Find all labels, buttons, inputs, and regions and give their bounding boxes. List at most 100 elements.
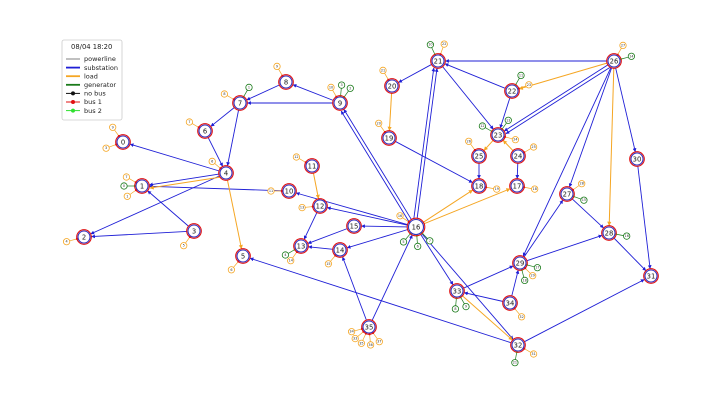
node-23[interactable]: 23 bbox=[490, 127, 506, 143]
edge-11-12-load bbox=[312, 172, 320, 200]
leaf-circle bbox=[511, 359, 519, 367]
node-label: 14 bbox=[336, 246, 345, 254]
node-17[interactable]: 17 bbox=[509, 178, 525, 194]
leaf-circle bbox=[521, 276, 529, 284]
edge-26-22-load bbox=[518, 62, 608, 90]
leaf-circle bbox=[120, 182, 128, 190]
node-25[interactable]: 25 bbox=[471, 148, 487, 164]
leaf-circle bbox=[327, 83, 335, 92]
node-7[interactable]: 7 bbox=[232, 95, 248, 111]
node-bus-ring bbox=[293, 238, 309, 254]
node-circle bbox=[116, 135, 130, 149]
node-10[interactable]: 10 bbox=[281, 183, 297, 199]
node-0[interactable]: 0 bbox=[115, 134, 131, 150]
edge-26-29-substation bbox=[522, 67, 612, 257]
leaf-label: 31 bbox=[531, 352, 535, 356]
leaf-circle bbox=[337, 81, 346, 89]
node-bus-ring bbox=[76, 229, 92, 245]
node-circle bbox=[450, 284, 464, 298]
node-label: 32 bbox=[514, 341, 523, 349]
node-22[interactable]: 22 bbox=[504, 83, 520, 99]
node-circle bbox=[219, 166, 233, 180]
node-circle bbox=[491, 128, 505, 142]
node-24[interactable]: 24 bbox=[510, 148, 526, 164]
leaf-circle bbox=[478, 122, 486, 130]
edge-14-13-substation bbox=[308, 245, 334, 250]
legend-item-powerline: powerline bbox=[66, 55, 116, 63]
node-label: 2 bbox=[82, 233, 86, 241]
node-20[interactable]: 20 bbox=[384, 78, 400, 94]
node-circle bbox=[505, 84, 519, 98]
leaf-circle bbox=[396, 212, 404, 220]
node-label: 12 bbox=[316, 202, 325, 210]
leaf-generator-5-at-node-16: 5 bbox=[399, 232, 412, 246]
leaf-label: 22 bbox=[442, 42, 446, 46]
node-31[interactable]: 31 bbox=[643, 268, 659, 284]
node-27[interactable]: 27 bbox=[559, 186, 575, 202]
node-12[interactable]: 12 bbox=[312, 198, 328, 214]
legend-swatch-dot bbox=[71, 100, 75, 104]
edge-16-21-substation bbox=[416, 68, 439, 219]
node-circle bbox=[511, 149, 525, 163]
leaf-load-27-at-node-26: 27 bbox=[616, 41, 627, 56]
node-bus-ring bbox=[281, 183, 297, 199]
leaf-label: 21 bbox=[513, 361, 517, 365]
node-bus-ring bbox=[278, 74, 294, 90]
node-28[interactable]: 28 bbox=[601, 225, 617, 241]
leaf-label: 5 bbox=[402, 240, 404, 244]
node-5[interactable]: 5 bbox=[235, 248, 251, 264]
leaf-circle bbox=[220, 90, 228, 98]
node-1[interactable]: 1 bbox=[134, 178, 150, 194]
legend-item-bus-2: bus 2 bbox=[66, 107, 102, 115]
node-label: 8 bbox=[284, 78, 288, 86]
node-4[interactable]: 4 bbox=[218, 165, 234, 181]
leaf-load-11-at-node-10: 11 bbox=[267, 187, 283, 195]
node-6[interactable]: 6 bbox=[197, 123, 213, 139]
leaf-load-9-at-node-0: 9 bbox=[109, 123, 120, 138]
node-circle bbox=[560, 187, 574, 201]
edge-26-23-substation bbox=[503, 64, 609, 132]
leaf-label: 15 bbox=[582, 198, 586, 202]
node-33[interactable]: 33 bbox=[449, 283, 465, 299]
node-13[interactable]: 13 bbox=[293, 238, 309, 254]
leaf-load-31-at-node-32: 31 bbox=[523, 347, 538, 358]
leaf-circle bbox=[451, 305, 459, 313]
node-15[interactable]: 15 bbox=[346, 218, 362, 234]
leaf-label: 8 bbox=[454, 307, 456, 311]
node-35[interactable]: 35 bbox=[361, 319, 377, 335]
node-34[interactable]: 34 bbox=[502, 295, 518, 311]
leaf-circle bbox=[123, 192, 131, 200]
legend-label: no bus bbox=[84, 90, 106, 98]
node-16[interactable]: 16 bbox=[406, 217, 426, 237]
leaf-circle bbox=[426, 237, 434, 245]
node-21[interactable]: 21 bbox=[430, 53, 446, 69]
node-label: 19 bbox=[385, 134, 394, 142]
node-11[interactable]: 11 bbox=[304, 158, 320, 174]
node-14[interactable]: 14 bbox=[332, 242, 348, 258]
node-circle bbox=[630, 152, 644, 166]
node-29[interactable]: 29 bbox=[512, 255, 528, 271]
legend-label: powerline bbox=[84, 55, 116, 63]
leaf-load-7-at-node-1: 7 bbox=[122, 173, 137, 184]
node-label: 4 bbox=[224, 169, 228, 177]
leaf-circle bbox=[273, 62, 281, 71]
node-8[interactable]: 8 bbox=[278, 74, 294, 90]
node-18[interactable]: 18 bbox=[471, 178, 487, 194]
node-30[interactable]: 30 bbox=[629, 151, 645, 167]
node-2[interactable]: 2 bbox=[76, 229, 92, 245]
node-label: 26 bbox=[610, 57, 619, 65]
node-label: 7 bbox=[238, 99, 242, 107]
node-bus-ring bbox=[197, 123, 213, 139]
node-bus-ring bbox=[235, 248, 251, 264]
node-19[interactable]: 19 bbox=[381, 130, 397, 146]
node-26[interactable]: 26 bbox=[606, 53, 622, 69]
leaf-circle bbox=[529, 272, 537, 280]
leaf-circle bbox=[440, 40, 448, 48]
edge-22-23-substation bbox=[499, 97, 511, 129]
node-32[interactable]: 32 bbox=[510, 337, 526, 353]
legend-label: bus 1 bbox=[84, 98, 102, 106]
node-9[interactable]: 9 bbox=[332, 95, 348, 111]
leaf-circle bbox=[351, 334, 359, 343]
node-3[interactable]: 3 bbox=[186, 223, 202, 239]
